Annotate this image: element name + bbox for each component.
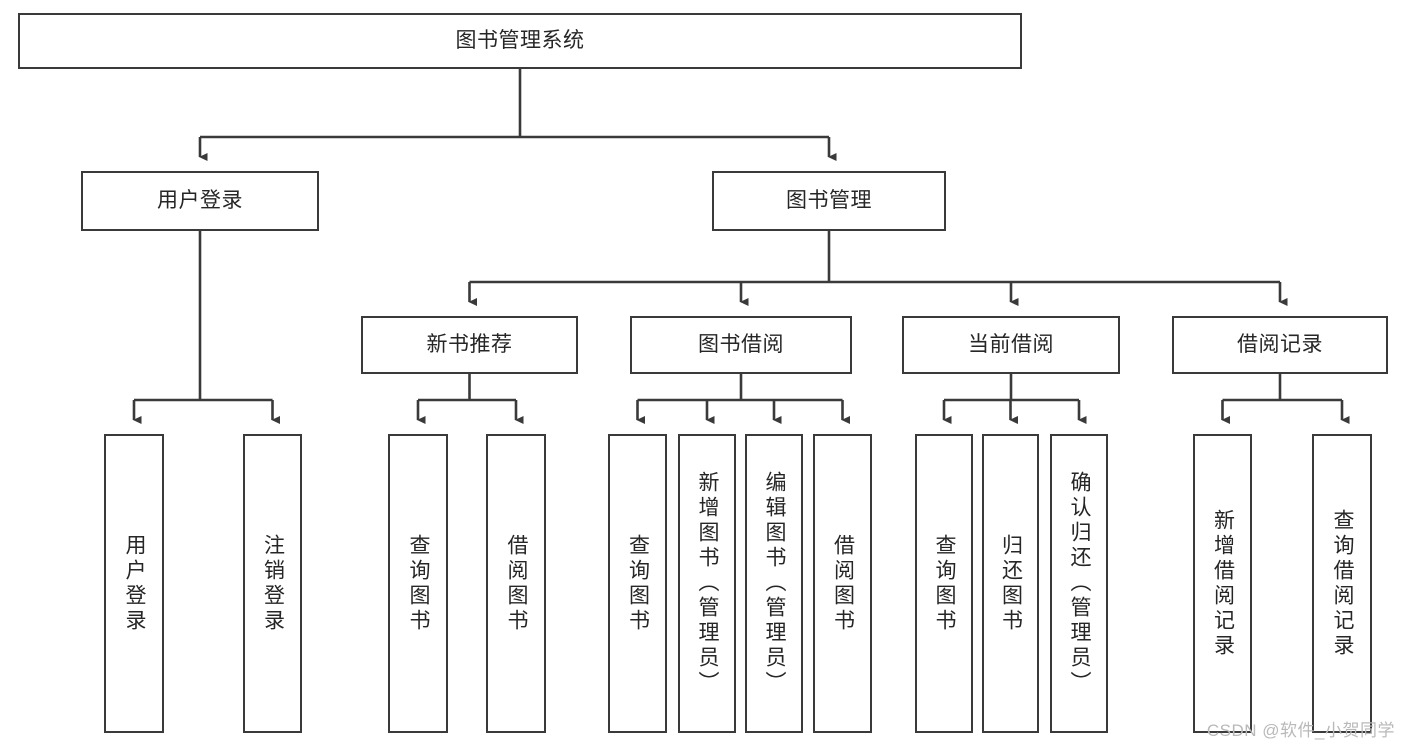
node-leaf-borrow-add[interactable]: 新增图书（管理员） (678, 434, 736, 733)
node-leaf-rec-borrow[interactable]: 借阅图书 (486, 434, 546, 733)
node-label: 借阅记录 (1237, 332, 1323, 356)
node-book-manage[interactable]: 图书管理 (712, 171, 946, 231)
node-label: 新增借阅记录 (1211, 508, 1235, 659)
node-leaf-cur-return[interactable]: 归还图书 (982, 434, 1039, 733)
node-leaf-rec-query[interactable]: 查询图书 (388, 434, 448, 733)
node-leaf-user-login[interactable]: 用户登录 (104, 434, 164, 733)
node-label: 用户登录 (157, 188, 243, 212)
node-label: 确认归还（管理员） (1068, 471, 1092, 696)
node-label: 图书管理 (786, 188, 872, 212)
node-label: 编辑图书（管理员） (763, 471, 787, 696)
node-label: 图书借阅 (698, 332, 784, 356)
node-label: 用户登录 (123, 533, 147, 634)
node-label: 图书管理系统 (455, 28, 585, 52)
node-leaf-cur-query[interactable]: 查询图书 (915, 434, 973, 733)
node-leaf-rec-search[interactable]: 查询借阅记录 (1312, 434, 1372, 733)
node-leaf-user-logout[interactable]: 注销登录 (243, 434, 302, 733)
node-label: 借阅图书 (831, 533, 855, 634)
node-current-borrow[interactable]: 当前借阅 (902, 316, 1120, 374)
node-leaf-rec-add[interactable]: 新增借阅记录 (1193, 434, 1252, 733)
node-root[interactable]: 图书管理系统 (18, 13, 1022, 69)
node-borrow-record[interactable]: 借阅记录 (1172, 316, 1388, 374)
watermark: CSDN @软件_小贺同学 (1206, 721, 1395, 740)
node-label: 归还图书 (999, 533, 1023, 634)
node-leaf-borrow-query[interactable]: 查询图书 (608, 434, 667, 733)
node-leaf-cur-confirm[interactable]: 确认归还（管理员） (1050, 434, 1108, 733)
node-label: 借阅图书 (505, 533, 529, 634)
node-label: 查询图书 (407, 533, 431, 634)
node-book-borrow[interactable]: 图书借阅 (630, 316, 852, 374)
node-leaf-borrow-edit[interactable]: 编辑图书（管理员） (745, 434, 803, 733)
node-label: 查询图书 (933, 533, 957, 634)
node-user-login[interactable]: 用户登录 (81, 171, 319, 231)
node-label: 新增图书（管理员） (696, 471, 720, 696)
node-leaf-borrow-lend[interactable]: 借阅图书 (813, 434, 872, 733)
node-label: 新书推荐 (426, 332, 513, 356)
node-label: 注销登录 (261, 533, 285, 634)
node-new-book-rec[interactable]: 新书推荐 (361, 316, 578, 374)
node-label: 查询图书 (626, 533, 650, 634)
node-label: 当前借阅 (968, 332, 1054, 356)
node-label: 查询借阅记录 (1331, 508, 1355, 659)
